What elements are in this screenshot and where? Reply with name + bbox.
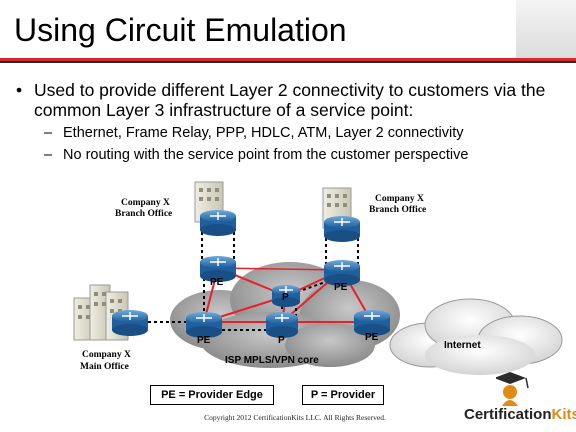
dash-1: – <box>44 125 53 141</box>
sub-bullet-2-text: No routing with the service point from t… <box>63 147 469 163</box>
legend-pe: PE = Provider Edge <box>150 385 274 405</box>
branch-right-label-1: Company X <box>375 194 424 204</box>
router-pe-upper-left: PE <box>200 256 236 288</box>
pe-upper-left-label: PE <box>210 277 224 288</box>
slide-title: Using Circuit Emulation <box>14 12 347 48</box>
dash-2: – <box>44 147 53 163</box>
corner-decoration <box>516 0 576 58</box>
p-upper-label: P <box>282 292 289 303</box>
router-ce-branch-left <box>200 210 236 236</box>
router-ce-main-office <box>112 310 148 336</box>
branch-left-label-2: Branch Office <box>115 209 172 219</box>
branch-left-label-1: Company X <box>121 198 170 208</box>
main-bullet-text: Used to provide different Layer 2 connec… <box>34 80 546 120</box>
router-pe-lower-left: PE <box>186 312 222 346</box>
link-pe-ul-pe-ur <box>217 267 343 271</box>
router-pe-upper-right: PE <box>324 260 360 293</box>
branch-right-label-2: Branch Office <box>369 205 426 215</box>
logo-text-accent: Kits <box>551 406 576 423</box>
main-office-label-2: Main Office <box>80 362 129 372</box>
logo-text-main: Certification <box>464 406 552 423</box>
router-p-lower: P <box>266 312 298 346</box>
pe-lower-left-label: PE <box>197 335 211 346</box>
network-diagram: ISP MPLS/VPN core Internet <box>73 181 563 375</box>
bullet-dot: • <box>16 80 23 100</box>
internet-label: Internet <box>444 340 481 351</box>
internet-cloud <box>389 298 563 375</box>
pe-upper-right-label: PE <box>334 282 348 293</box>
router-p-upper: P <box>272 285 300 307</box>
router-ce-branch-right <box>324 216 360 242</box>
core-label: ISP MPLS/VPN core <box>225 355 319 366</box>
logo-graduate-icon <box>496 372 529 406</box>
legend-p: P = Provider <box>302 385 384 405</box>
pe-right-label: PE <box>365 332 379 343</box>
p-lower-label: P <box>278 335 285 346</box>
main-office-label-1: Company X <box>82 350 131 360</box>
title-underline <box>0 58 576 61</box>
certificationkits-logo: CertificationKits <box>464 406 576 423</box>
router-pe-right: PE <box>354 310 390 343</box>
copyright-footer: Copyright 2012 CertificationKits LLC. Al… <box>204 413 386 422</box>
sub-bullet-1-text: Ethernet, Frame Relay, PPP, HDLC, ATM, L… <box>63 125 464 141</box>
title-underline-dark <box>0 61 576 63</box>
